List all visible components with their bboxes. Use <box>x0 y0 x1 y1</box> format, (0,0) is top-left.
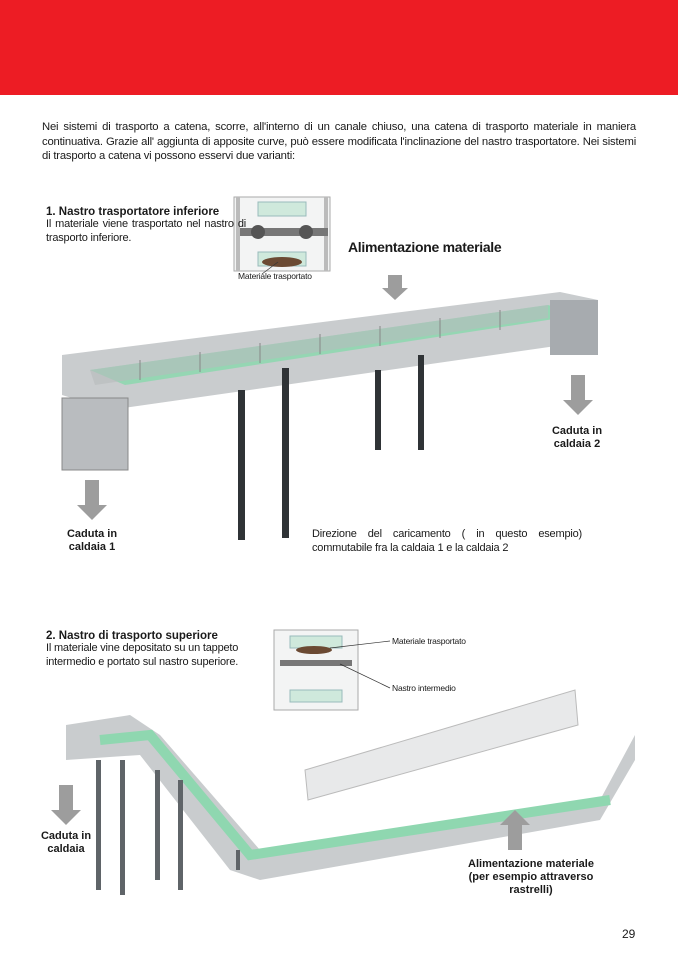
section-2-description: 2. Nastro di trasporto superiore Il mate… <box>46 630 258 669</box>
drop-label: Caduta in caldaia <box>40 830 92 855</box>
section-2-title: 2. Nastro di trasporto superiore <box>46 630 218 642</box>
drop-label-1: Caduta in caldaia 1 <box>66 528 118 553</box>
diagram-1-label: Materiale trasportato <box>238 271 312 281</box>
page-number: 29 <box>622 927 636 941</box>
arrow-down-icon <box>563 375 593 415</box>
diagram-2-label-intermediate: Nastro intermedio <box>392 683 456 693</box>
drop-label-2: Caduta in caldaia 2 <box>551 425 603 450</box>
conveyor-2 <box>66 689 635 895</box>
feed-label-2: Alimentazione materiale (per esempio att… <box>468 858 594 896</box>
red-header-band <box>0 0 678 95</box>
section-1-description: 1. Nastro trasportatore inferiore Il mat… <box>46 206 246 245</box>
section-2-text: Il materiale vine depositato su un tappe… <box>46 642 239 668</box>
cross-section-diagram-2 <box>273 629 391 711</box>
arrow-up-icon <box>500 810 530 850</box>
arrow-down-icon <box>77 480 107 520</box>
section-1-title: 1. Nastro trasportatore inferiore <box>46 206 220 218</box>
arrow-down-icon <box>382 275 408 300</box>
conveyor-1 <box>61 292 598 540</box>
direction-text: Direzione del caricamento ( in questo es… <box>312 528 582 554</box>
intro-paragraph: Nei sistemi di trasporto a catena, scorr… <box>42 121 636 162</box>
cross-section-diagram-1 <box>233 196 331 275</box>
feed-label-1: Alimentazione materiale <box>348 239 502 255</box>
arrow-down-icon <box>51 785 81 825</box>
diagram-2-label-material: Materiale trasportato <box>392 636 466 646</box>
section-1-text: Il materiale viene trasportato nel nastr… <box>46 218 246 244</box>
